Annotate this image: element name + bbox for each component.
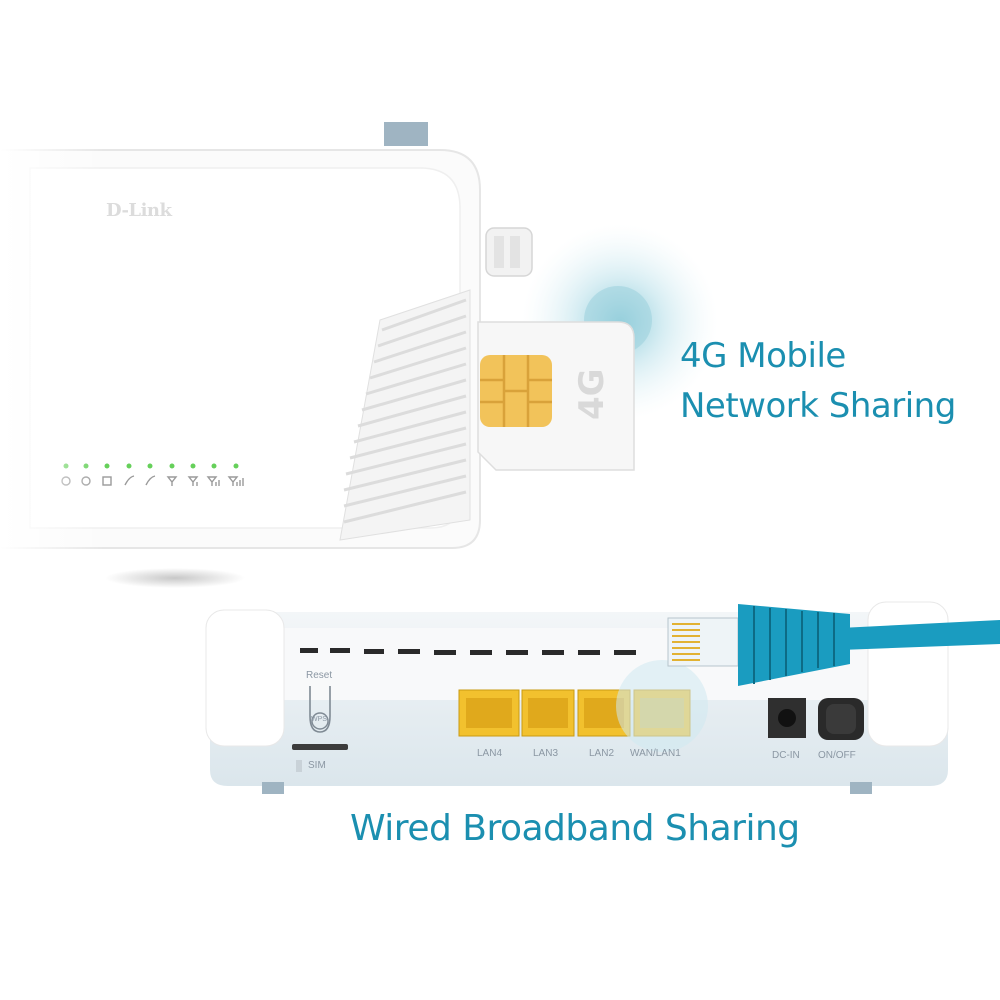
wps-label: WPS [311,716,327,723]
port-label-lan2: LAN2 [589,748,615,759]
port-label-wan: WAN/LAN1 [630,748,681,759]
ethernet-cable [667,604,1000,686]
brand-logo: D-Link [106,200,172,221]
port-label-lan3: LAN3 [533,748,559,759]
antenna-top [384,122,428,146]
router-shadow [105,568,245,588]
dc-in-label: DC-IN [772,750,800,761]
sim-card [477,321,635,471]
antenna-knob [485,227,533,277]
mobile-sharing-caption-line2: Network Sharing [680,386,956,426]
reset-label: Reset [306,670,333,681]
left-pillar [205,609,285,747]
sim-slot [292,744,348,750]
vent-grille [339,289,471,541]
wired-sharing-caption: Wired Broadband Sharing [350,808,800,849]
power-label: ON/OFF [818,750,856,761]
port-label-lan4: LAN4 [477,748,503,759]
sim-slot-label: SIM [308,760,326,771]
sim-card-label: 4G [572,368,612,420]
mobile-sharing-caption-line1: 4G Mobile [680,336,846,376]
router-front [0,122,533,588]
wps-button [309,686,331,733]
